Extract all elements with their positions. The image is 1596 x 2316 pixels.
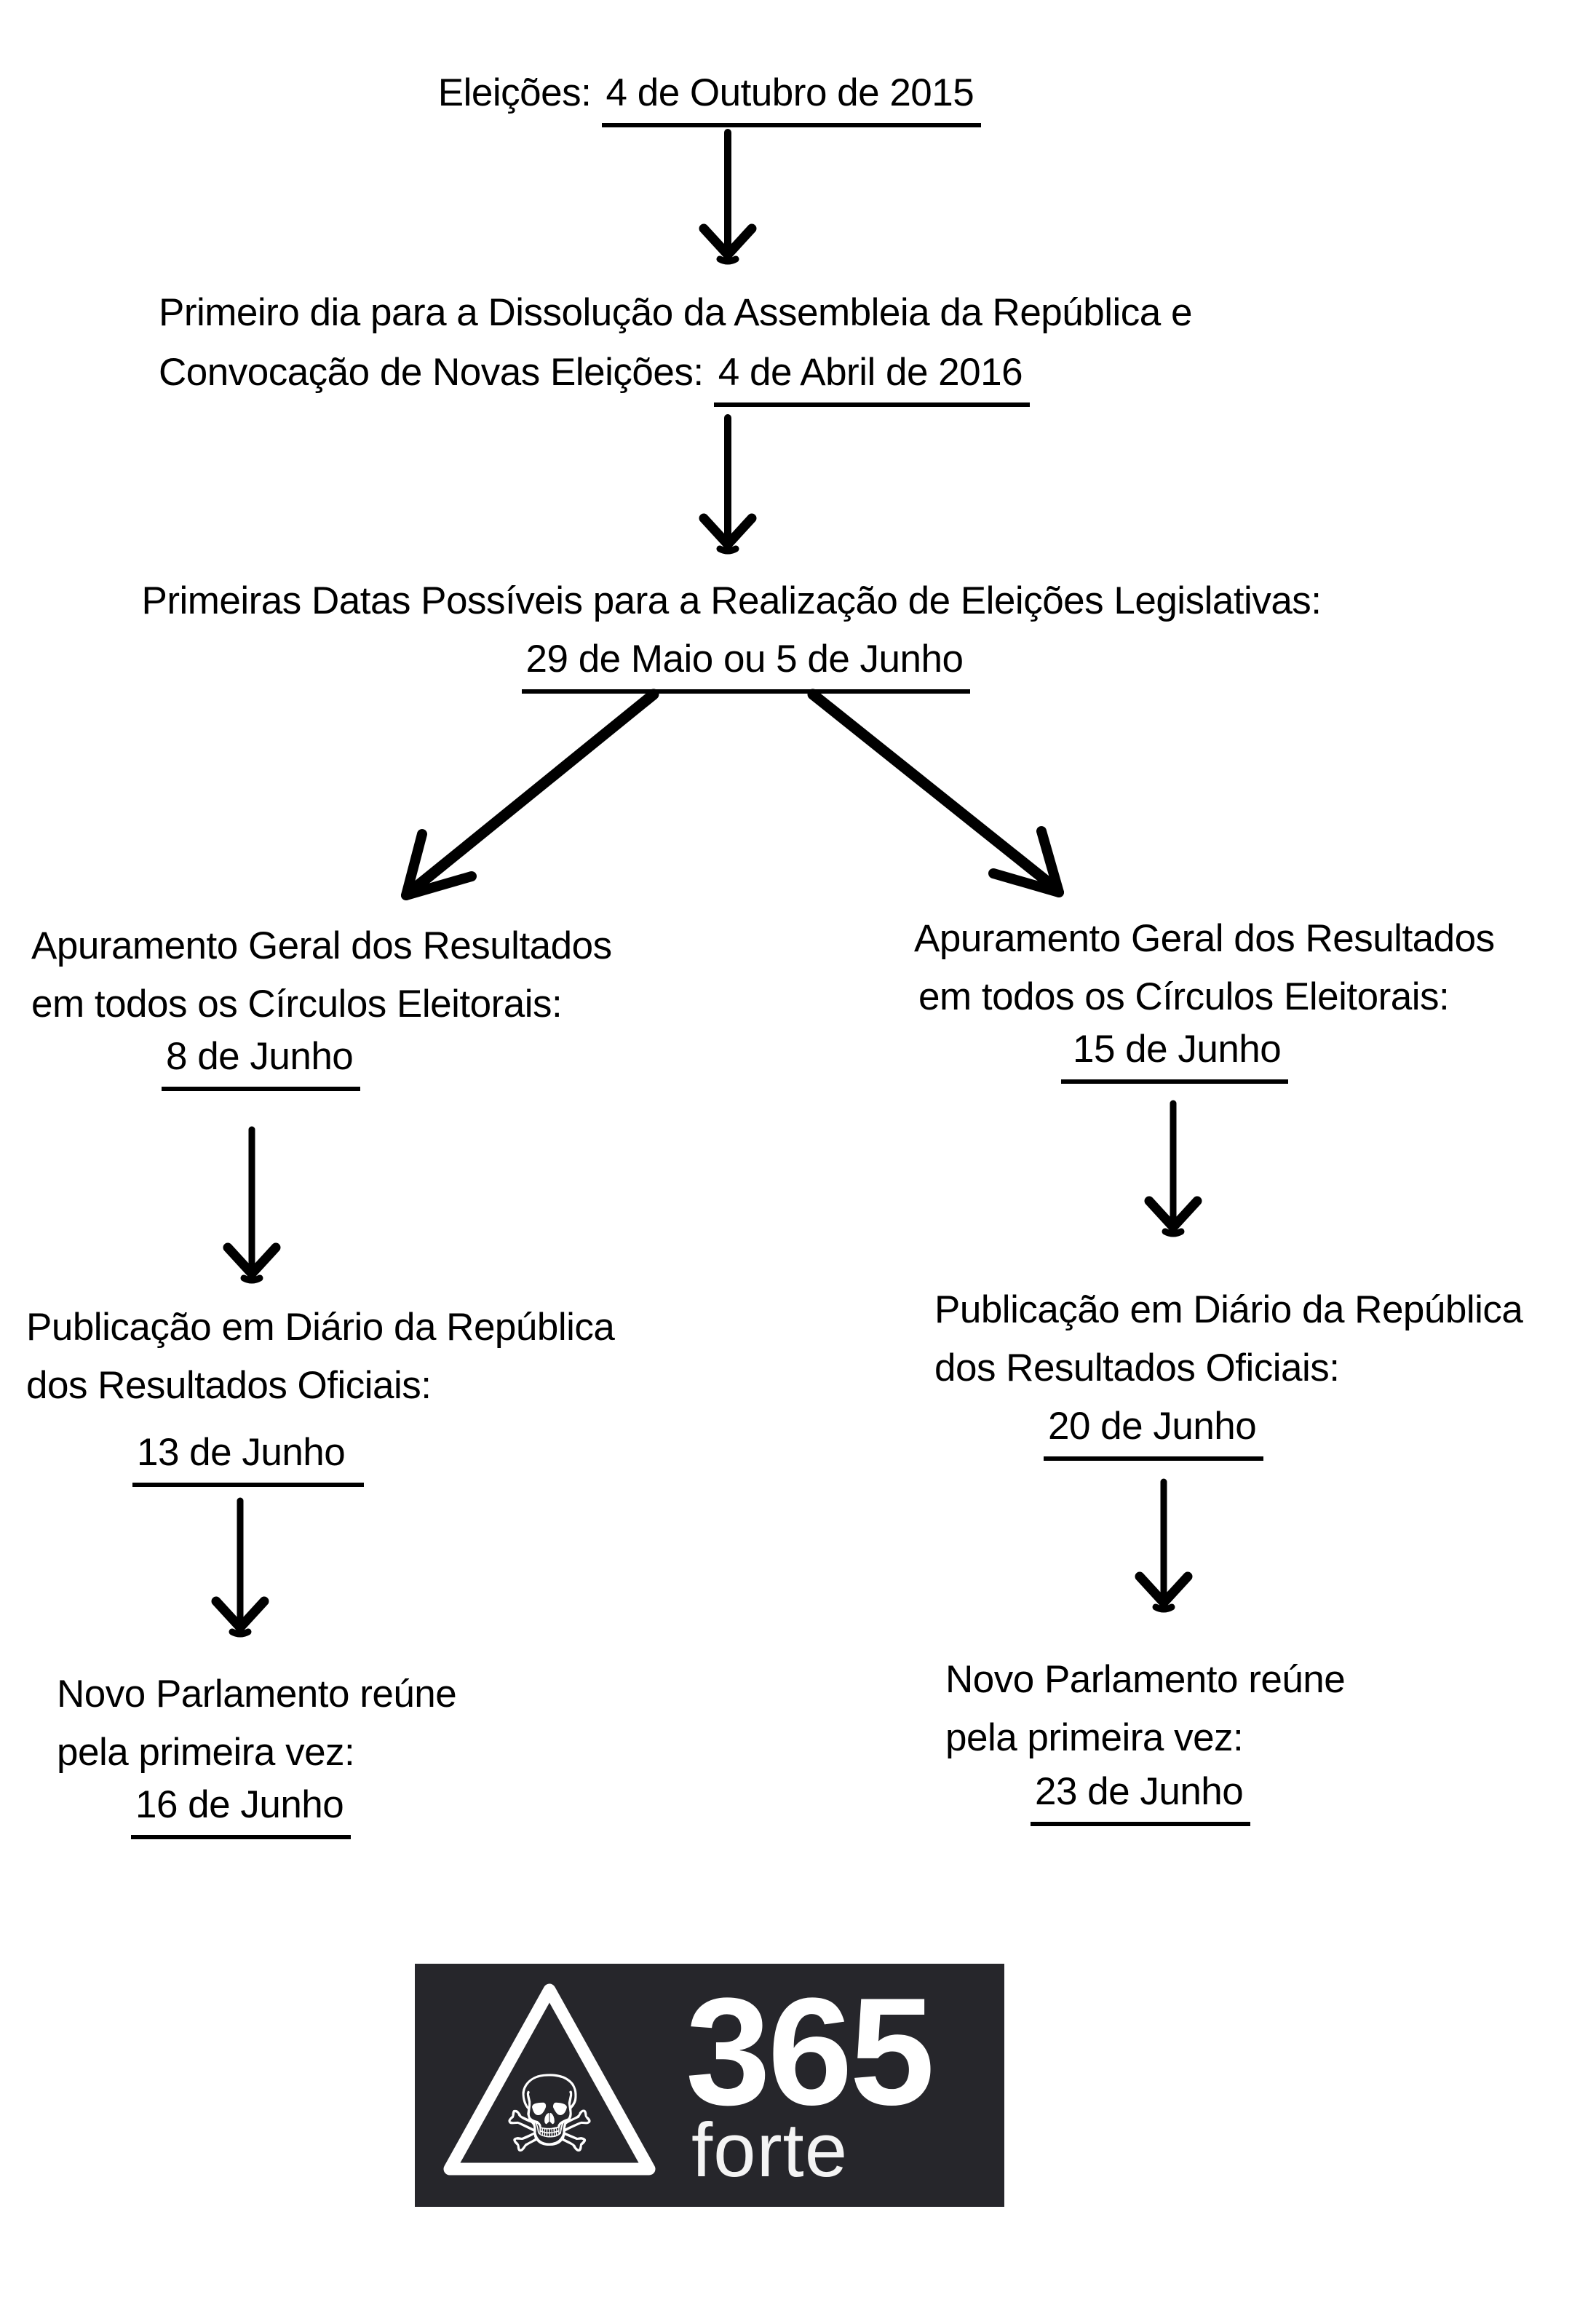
step-dissolucao-date: 4 de Abril de 2016 [713, 349, 1031, 407]
down-arrow-icon-left-1 [219, 1125, 285, 1290]
left-apuramento-line1: Apuramento Geral dos Resultados [31, 924, 612, 967]
right-apuramento-date-row: 15 de Junho [1061, 1026, 1289, 1084]
step-datas-date: 29 de Maio ou 5 de Junho [521, 636, 971, 694]
skull-crossbones-icon: ☠ [502, 2053, 597, 2177]
left-apuramento-date-row: 8 de Junho [162, 1034, 361, 1091]
right-apuramento-line2: em todos os Círculos Eleitorais: [918, 975, 1450, 1018]
diagonal-left-arrow-icon [386, 681, 670, 912]
step-dissolucao-line2: Convocação de Novas Eleições: 4 de Abril… [159, 349, 1031, 407]
down-arrow-icon-left-2 [207, 1496, 273, 1644]
right-parlamento-date: 23 de Junho [1031, 1769, 1251, 1826]
right-apuramento-date: 15 de Junho [1061, 1026, 1289, 1084]
step-dissolucao-line1: Primeiro dia para a Dissolução da Assemb… [159, 291, 1192, 334]
right-publicacao-line2: dos Resultados Oficiais: [934, 1347, 1340, 1389]
left-publicacao-date-row: 13 de Junho [132, 1429, 365, 1487]
left-publicacao-line2: dos Resultados Oficiais: [26, 1364, 432, 1407]
step-datas-line2: 29 de Maio ou 5 de Junho [18, 636, 1474, 694]
step-dissolucao-label: Convocação de Novas Eleições: [159, 351, 714, 394]
right-publicacao-line1: Publicação em Diário da República [934, 1288, 1523, 1331]
right-parlamento-date-row: 23 de Junho [1031, 1769, 1251, 1826]
left-publicacao-line1: Publicação em Diário da República [26, 1306, 615, 1349]
logo-word: forte [691, 2108, 849, 2193]
left-parlamento-date-row: 16 de Junho [131, 1782, 352, 1839]
down-arrow-icon-1 [695, 128, 761, 271]
down-arrow-icon-right-2 [1131, 1478, 1196, 1619]
warning-triangle-icon: ☠ [440, 1978, 659, 2184]
down-arrow-icon-2 [695, 413, 761, 561]
left-parlamento-date: 16 de Junho [131, 1782, 352, 1839]
left-apuramento-date: 8 de Junho [162, 1034, 361, 1091]
step-eleicoes-date: 4 de Outubro de 2015 [601, 70, 982, 127]
left-publicacao-date: 13 de Junho [132, 1429, 365, 1487]
right-parlamento-line1: Novo Parlamento reúne [945, 1658, 1346, 1701]
left-parlamento-line1: Novo Parlamento reúne [57, 1673, 457, 1716]
logo-number: 365 [686, 1966, 934, 2137]
right-publicacao-date-row: 20 de Junho [1044, 1403, 1264, 1461]
right-publicacao-date: 20 de Junho [1044, 1403, 1264, 1461]
right-apuramento-line1: Apuramento Geral dos Resultados [914, 917, 1495, 960]
left-parlamento-line2: pela primeira vez: [57, 1731, 355, 1774]
right-parlamento-line2: pela primeira vez: [945, 1716, 1244, 1759]
left-apuramento-line2: em todos os Círculos Eleitorais: [31, 983, 563, 1026]
step-eleicoes: Eleições: 4 de Outubro de 2015 [218, 70, 1201, 127]
step-datas-line1: Primeiras Datas Possíveis para a Realiza… [141, 579, 1322, 622]
step-eleicoes-label: Eleições: [437, 71, 602, 114]
365-forte-logo: ☠ 365 forte [415, 1964, 1004, 2207]
diagonal-right-arrow-icon [797, 681, 1081, 908]
down-arrow-icon-right-1 [1140, 1099, 1206, 1244]
